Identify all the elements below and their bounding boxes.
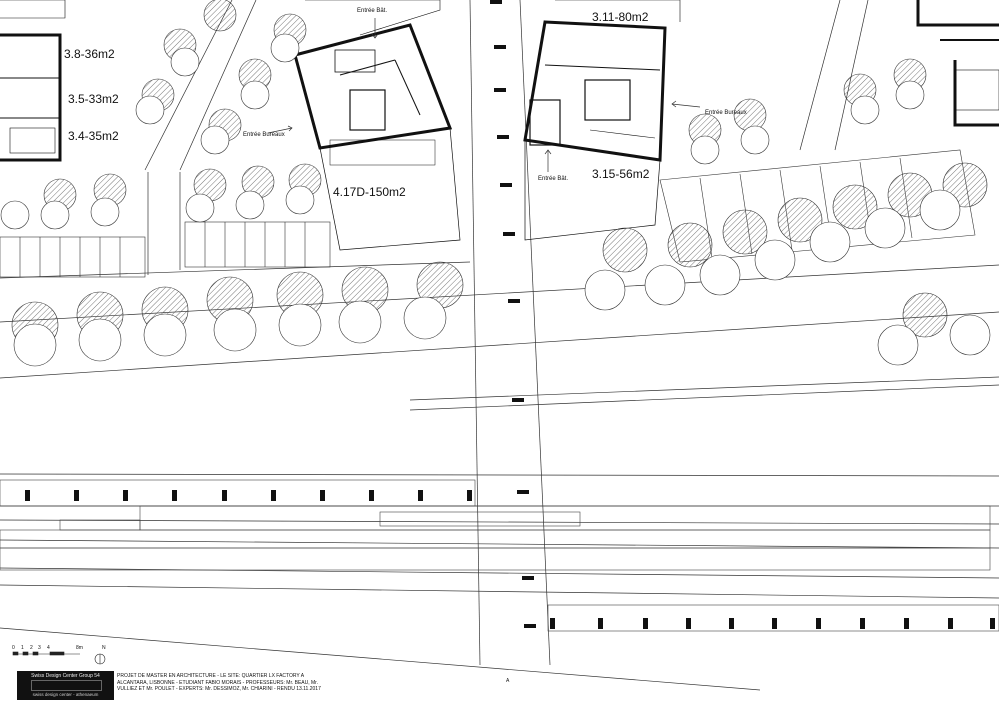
road-lines [0,0,999,691]
scale-tick: 4 [47,645,50,651]
platform-columns [25,490,995,629]
scale-tick: 2 [30,645,33,651]
room-area-label-3-11: 3.11-80m2 [592,10,649,24]
platform-strips [0,479,999,632]
entry-arrows [267,18,701,172]
title-block: Swiss Design Center Group 54 swiss desig… [17,671,114,700]
axis-markers [490,0,536,628]
building-right-edge [916,0,999,127]
entry-label-offices-left: Entrée Bureaux [243,132,285,138]
room-area-label-3-4: 3.4-35m2 [68,129,119,143]
room-area-label-3-8: 3.8-36m2 [64,47,115,61]
scale-bar [12,651,80,656]
section-mark-a: A [506,678,510,684]
north-label: N [102,645,106,651]
tree-canopies-outline [0,33,991,367]
logo [31,680,102,691]
title-block-subtitle: swiss design center - athenaeum [32,692,99,697]
entry-label-offices-right: Entrée Bureaux [705,110,747,116]
project-description: PROJET DE MASTER EN ARCHITECTURE - LE SI… [117,673,321,692]
scale-tick: 8m [76,645,83,651]
scale-tick: 1 [21,645,24,651]
north-arrow-icon [94,653,106,665]
room-area-label-4-17d: 4.17D-150m2 [333,185,406,199]
building-left-edge [0,0,66,162]
room-area-label-3-5: 3.5-33m2 [68,92,119,106]
room-area-label-3-15: 3.15-56m2 [592,167,650,181]
tree-canopies-hatched [11,0,988,349]
entry-label-building-top: Entrée Bât. [357,8,388,14]
entry-label-building-bottom: Entrée Bât. [538,176,569,182]
title-block-name: Swiss Design Center Group 54 [31,673,100,679]
scale-tick: 3 [38,645,41,651]
building-right [523,0,681,241]
building-center [293,0,461,251]
scale-tick: 0 [12,645,15,651]
